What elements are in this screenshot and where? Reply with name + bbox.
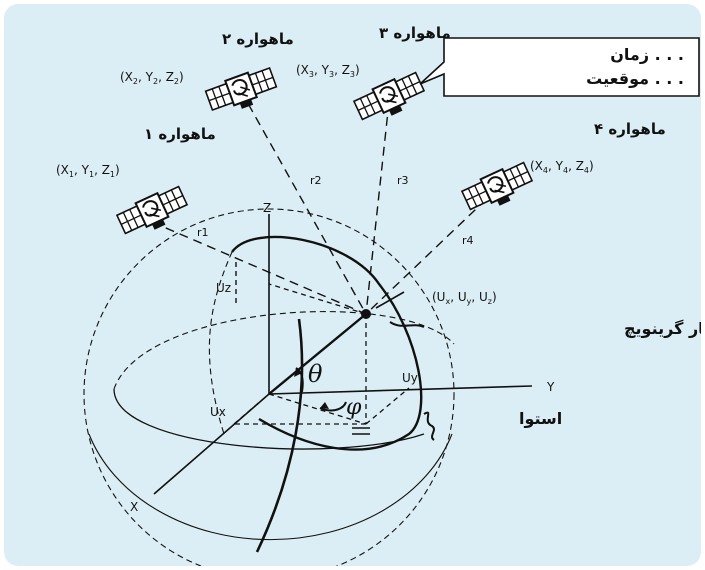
globe — [83, 208, 455, 566]
callout-position: موقعیت . . . — [586, 69, 684, 88]
globe-sphere-back — [83, 208, 455, 566]
front-meridian — [255, 318, 304, 553]
range-label-4: r4 — [462, 234, 474, 247]
range-label-2: r2 — [310, 174, 322, 187]
range-line-1 — [151, 221, 367, 315]
diagram-frame: زمان . . . موقعیت . . . ماهواره ۲ ماهوار… — [4, 4, 701, 566]
phi-arc — [319, 401, 347, 412]
ground-vector — [268, 393, 367, 425]
y-axis — [268, 385, 533, 395]
meridian-pointer — [389, 321, 425, 328]
range-line-3 — [365, 101, 390, 315]
uy-label: Uy — [402, 371, 418, 385]
callout-time: زمان . . . — [610, 45, 684, 64]
ux-label: Ux — [210, 405, 226, 419]
satellite-3-name: ماهواره ۳ — [379, 24, 451, 42]
satellite-1-name: ماهواره ۱ — [144, 125, 216, 143]
meridian-label: نصف‌النهار گرینویچ — [624, 319, 701, 338]
equator-label: استوا — [519, 409, 562, 428]
equator-pointer — [423, 411, 435, 441]
theta-label: θ — [308, 360, 323, 388]
callout-box — [419, 37, 700, 97]
phi-label: φ — [346, 395, 362, 420]
uz-label: Uz — [216, 281, 231, 295]
position-pointer — [375, 291, 405, 309]
theta-arc — [295, 367, 304, 393]
satellite-4-name: ماهواره ۴ — [594, 120, 666, 138]
uy-projection — [365, 387, 410, 425]
user-position-label: (Ux, Uy, Uz) — [432, 290, 497, 306]
equator-back — [113, 311, 455, 390]
ux-link — [233, 393, 270, 425]
svg-text:(Ux, Uy, Uz): (Ux, Uy, Uz) — [432, 290, 497, 306]
gps-diagram: زمان . . . موقعیت . . . ماهواره ۲ ماهوار… — [4, 4, 701, 566]
uz-projection — [268, 283, 367, 315]
range-label-3: r3 — [397, 174, 409, 187]
range-lines — [151, 90, 498, 315]
x-axis-label: X — [130, 500, 138, 514]
range-label-1: r1 — [197, 226, 209, 239]
back-meridian — [208, 251, 233, 435]
greenwich-meridian — [231, 235, 423, 451]
phi-arrow — [320, 402, 329, 409]
projection-lines — [233, 283, 410, 425]
z-axis-label: Z — [263, 201, 271, 215]
y-axis-label: Y — [546, 380, 555, 394]
user-position-dot — [361, 309, 371, 319]
range-line-4 — [365, 188, 498, 315]
globe-sphere-front — [88, 433, 453, 541]
theta-arrow — [294, 368, 302, 377]
position-vector — [268, 313, 367, 395]
range-line-2 — [240, 90, 367, 315]
equator-front — [113, 388, 425, 450]
diagram-background — [4, 4, 701, 566]
satellite-2-name: ماهواره ۲ — [222, 30, 294, 48]
